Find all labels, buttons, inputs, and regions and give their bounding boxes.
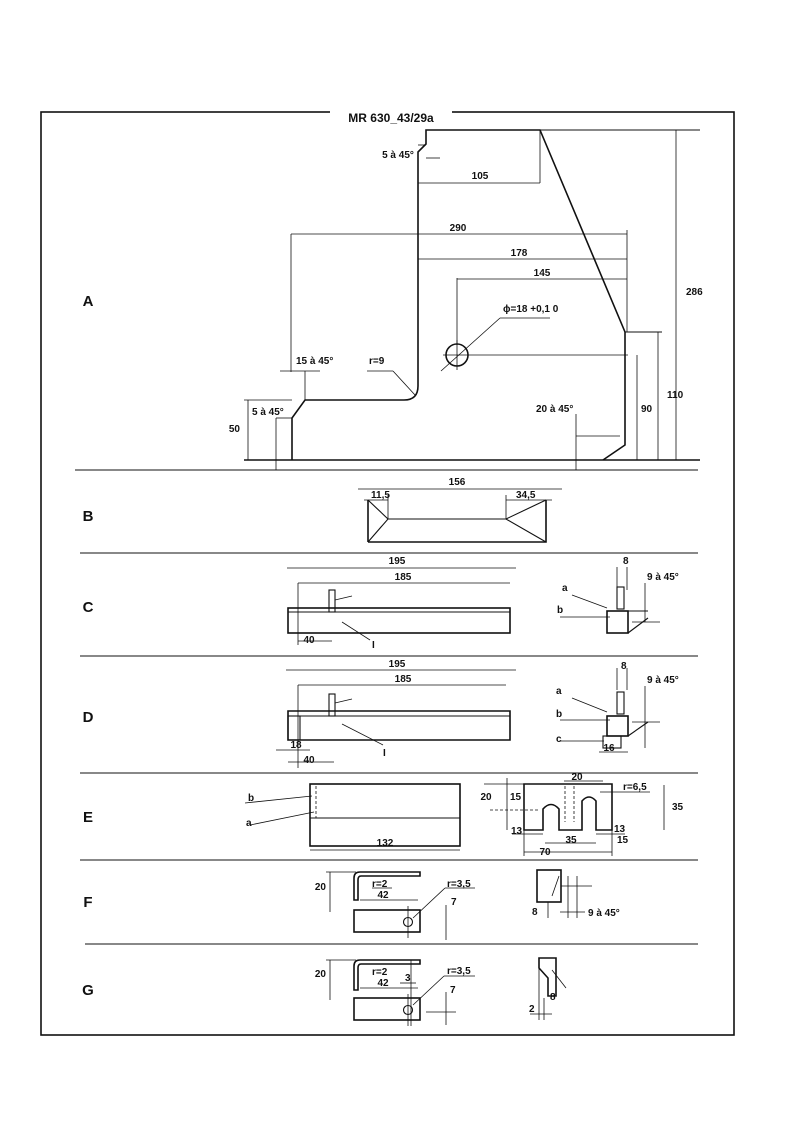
dim-d-8: 8 bbox=[621, 661, 627, 672]
dim-e-132: 132 bbox=[377, 838, 394, 849]
dim-a-hole-diameter: ϕ=18 +0,1 0 bbox=[503, 304, 559, 315]
dim-c-label-i: I bbox=[372, 640, 375, 651]
dim-c-195: 195 bbox=[389, 556, 406, 567]
dim-f-20: 20 bbox=[315, 882, 327, 893]
dim-a-50: 50 bbox=[229, 424, 241, 435]
dim-f-8: 8 bbox=[532, 907, 538, 918]
dim-a-110: 110 bbox=[667, 390, 684, 401]
dim-e-radius: r=6,5 bbox=[623, 782, 647, 793]
dim-c-185: 185 bbox=[395, 572, 412, 583]
dim-e-35-right: 35 bbox=[672, 802, 684, 813]
dim-a-178: 178 bbox=[511, 248, 528, 259]
section-label-e: E bbox=[83, 809, 93, 826]
part-f-dimensions: 20 r=2 42 r=3,5 7 8 9 à 45° bbox=[315, 879, 620, 919]
dim-g-8: 8 bbox=[550, 992, 556, 1003]
dim-c-chamfer-9: 9 à 45° bbox=[647, 572, 679, 583]
dim-d-label-i: I bbox=[383, 748, 386, 759]
dim-c-label-a: a bbox=[562, 583, 568, 594]
part-a-drawing bbox=[244, 129, 700, 470]
part-c-drawing bbox=[287, 567, 660, 645]
dim-d-185: 185 bbox=[395, 674, 412, 685]
dim-e-13-left: 13 bbox=[511, 826, 523, 837]
dim-a-290: 290 bbox=[450, 223, 467, 234]
dim-d-label-a: a bbox=[556, 686, 562, 697]
part-b-dimensions: 156 11,5 34,5 bbox=[371, 477, 536, 501]
part-d-drawing bbox=[276, 668, 660, 768]
dim-e-35-bottom: 35 bbox=[565, 835, 577, 846]
section-label-a: A bbox=[83, 293, 94, 310]
drawing-title: MR 630_43/29a bbox=[348, 111, 434, 125]
dim-b-156: 156 bbox=[449, 477, 466, 488]
dim-d-16: 16 bbox=[603, 743, 615, 754]
dim-e-20-top: 20 bbox=[571, 772, 583, 783]
dim-f-7: 7 bbox=[451, 897, 457, 908]
dim-e-15-top: 15 bbox=[510, 792, 522, 803]
section-label-c: C bbox=[83, 599, 94, 616]
dim-a-radius-9: r=9 bbox=[369, 356, 385, 367]
dim-d-18: 18 bbox=[290, 740, 302, 751]
dim-e-20-left: 20 bbox=[480, 792, 492, 803]
dim-e-15-bottom: 15 bbox=[617, 835, 629, 846]
dim-a-145: 145 bbox=[534, 268, 551, 279]
dim-e-70: 70 bbox=[539, 847, 551, 858]
dim-d-chamfer-9: 9 à 45° bbox=[647, 675, 679, 686]
dim-a-chamfer-20: 20 à 45° bbox=[536, 404, 573, 415]
dim-g-20: 20 bbox=[315, 969, 327, 980]
dim-g-7: 7 bbox=[450, 985, 456, 996]
part-a-dimensions: 5 à 45° 105 290 178 145 286 ϕ=18 +0,1 0 … bbox=[229, 150, 703, 435]
part-g-drawing bbox=[326, 957, 567, 1026]
dim-f-42: 42 bbox=[377, 890, 389, 901]
dim-g-2: 2 bbox=[529, 1004, 535, 1015]
title-box bbox=[330, 104, 452, 120]
dim-f-radius-3-5: r=3,5 bbox=[447, 879, 471, 890]
dim-c-8: 8 bbox=[623, 556, 629, 567]
dim-a-chamfer-top: 5 à 45° bbox=[382, 150, 414, 161]
dim-e-13-right: 13 bbox=[614, 824, 626, 835]
dim-d-195: 195 bbox=[389, 659, 406, 670]
part-e-dimensions: b a 132 20 15 20 r=6,5 35 13 13 35 15 70 bbox=[246, 772, 684, 858]
dim-d-40: 40 bbox=[303, 755, 315, 766]
dim-g-42: 42 bbox=[377, 978, 389, 989]
dim-c-label-b: b bbox=[557, 605, 563, 616]
dim-b-34-5: 34,5 bbox=[516, 490, 536, 501]
part-f-drawing bbox=[326, 869, 592, 940]
dim-a-286: 286 bbox=[686, 287, 703, 298]
section-label-b: B bbox=[83, 508, 94, 525]
dim-a-105: 105 bbox=[472, 171, 489, 182]
part-e-drawing bbox=[244, 778, 665, 856]
dim-d-label-c: c bbox=[556, 734, 562, 745]
dim-g-radius-2: r=2 bbox=[372, 967, 388, 978]
section-label-f: F bbox=[83, 894, 92, 911]
dim-e-label-b: b bbox=[248, 793, 254, 804]
part-b-drawing bbox=[358, 488, 562, 543]
dim-f-radius-2: r=2 bbox=[372, 879, 388, 890]
dim-a-chamfer-5: 5 à 45° bbox=[252, 407, 284, 418]
dim-b-11-5: 11,5 bbox=[371, 490, 390, 501]
dim-d-label-b: b bbox=[556, 709, 562, 720]
dim-e-label-a: a bbox=[246, 818, 252, 829]
dim-a-90: 90 bbox=[641, 404, 653, 415]
dim-a-chamfer-15: 15 à 45° bbox=[296, 356, 333, 367]
section-label-g: G bbox=[82, 982, 94, 999]
dim-g-radius-3-5: r=3,5 bbox=[447, 966, 471, 977]
dim-g-3: 3 bbox=[405, 973, 411, 984]
section-label-d: D bbox=[83, 709, 94, 726]
part-g-dimensions: 20 r=2 42 3 r=3,5 7 2 8 bbox=[315, 966, 556, 1015]
part-c-dimensions: 195 185 40 I 8 9 à 45° a b bbox=[303, 556, 678, 651]
part-d-dimensions: 195 185 18 40 I 8 9 à 45° a b c 16 bbox=[290, 659, 678, 766]
dim-c-40: 40 bbox=[303, 635, 315, 646]
dim-f-chamfer-9: 9 à 45° bbox=[588, 908, 620, 919]
